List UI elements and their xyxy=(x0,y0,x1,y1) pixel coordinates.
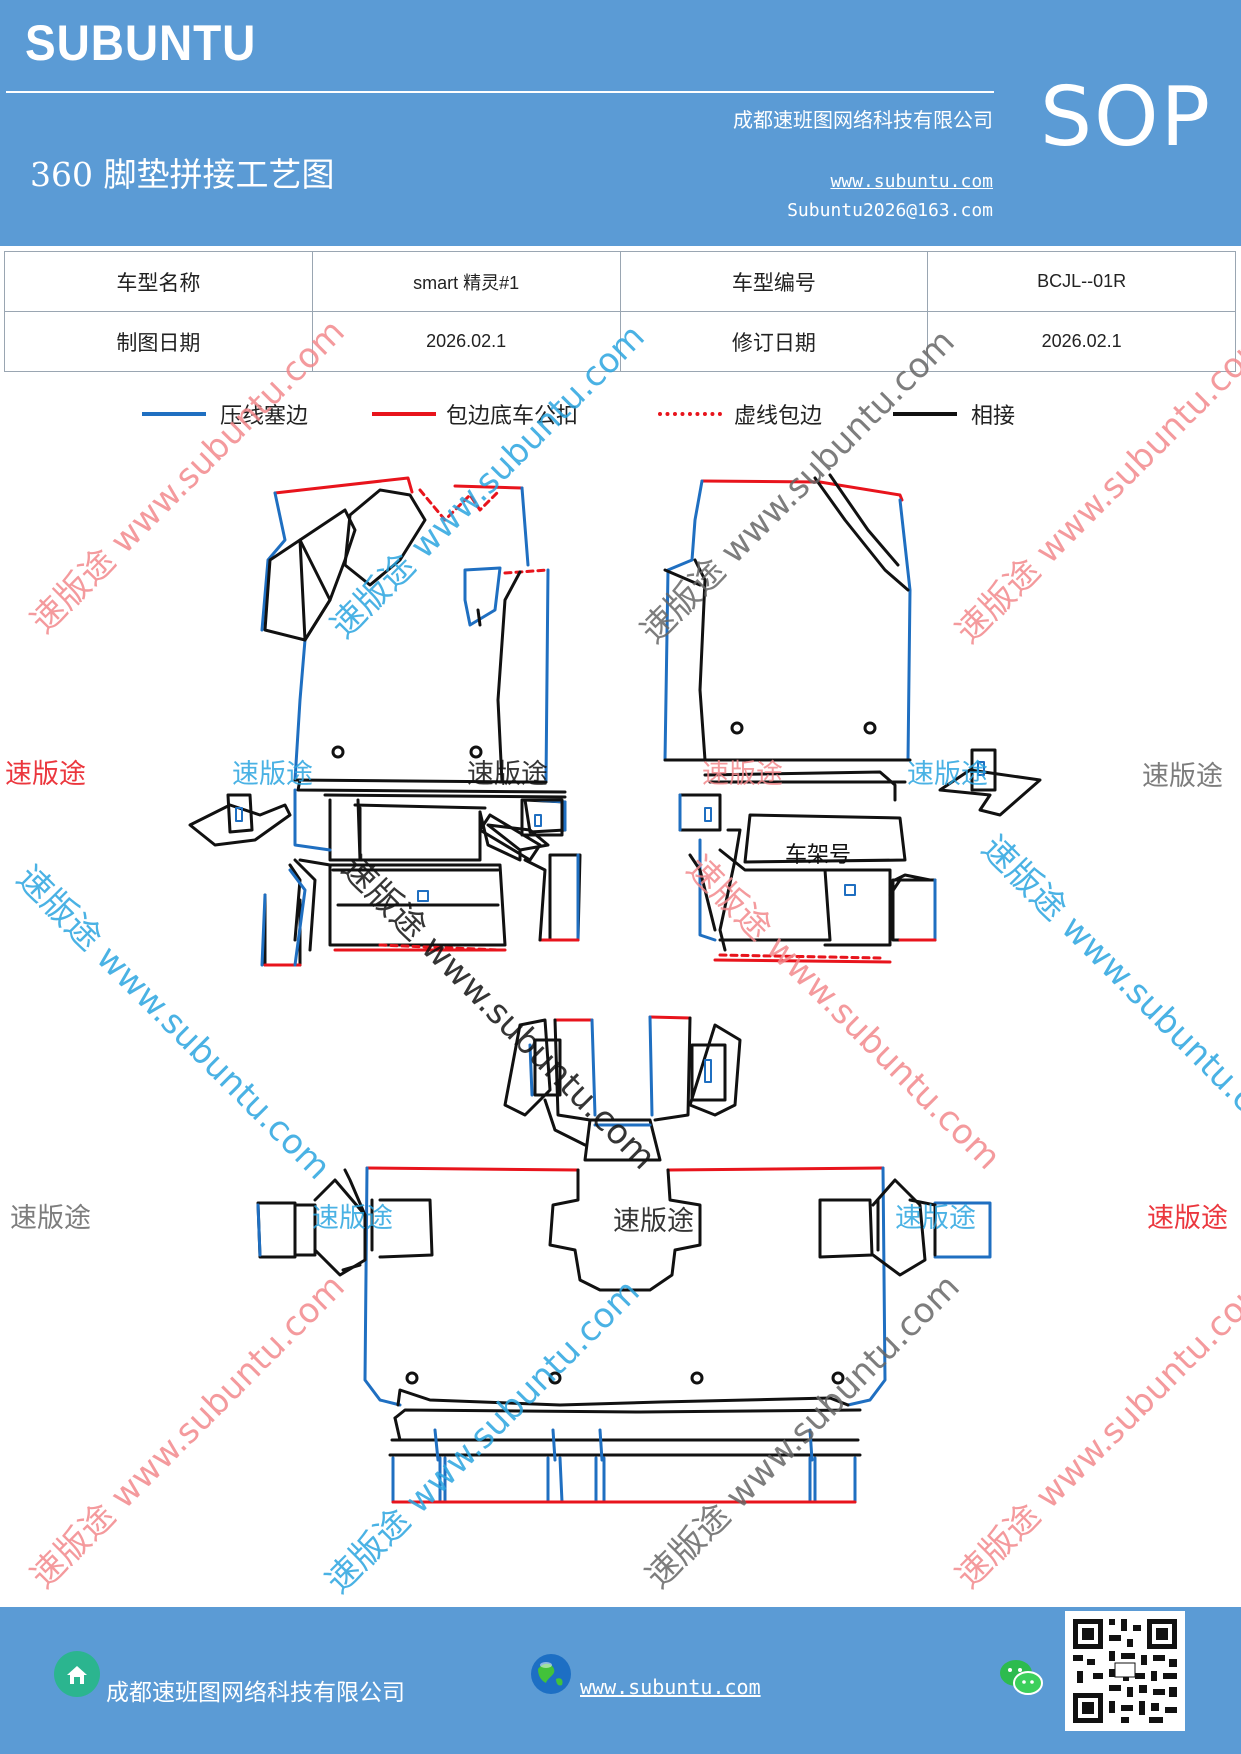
legend-label: 包边底车公扣 xyxy=(446,404,579,429)
watermark-brand: 速版途 xyxy=(1147,1203,1228,1234)
watermark-url: 速版途 www.subuntu.com xyxy=(974,828,1241,1158)
watermark-brand: 速版途 xyxy=(702,759,783,790)
document-title: 360 脚垫拼接工艺图 xyxy=(30,155,335,194)
watermark-url: 速版途 www.subuntu.com xyxy=(948,1267,1241,1597)
watermark-url: 速版途 www.subuntu.com xyxy=(679,848,1009,1178)
watermark-url: 速版途 www.subuntu.com xyxy=(633,322,963,652)
watermark-url: 速版途 www.subuntu.com xyxy=(318,1272,648,1602)
footer-company: 成都速班图网络科技有限公司 xyxy=(106,1680,405,1706)
header-banner: SUBUNTU 成都速班图网络科技有限公司 360 脚垫拼接工艺图 www.su… xyxy=(0,0,1241,246)
header-website-link[interactable]: www.subuntu.com xyxy=(830,171,993,192)
draw-date-label: 制图日期 xyxy=(4,311,313,372)
legend-label: 相接 xyxy=(971,404,1016,429)
watermark-brand: 速版途 xyxy=(1142,761,1223,792)
footer-website-link[interactable]: www.subuntu.com xyxy=(580,1675,761,1699)
footer-banner: 成都速班图网络科技有限公司 www.subuntu.com xyxy=(0,1607,1241,1754)
frame-number-label: 车架号 xyxy=(785,843,851,868)
legend-swatch-red xyxy=(372,412,436,416)
table-row: 制图日期 2026.02.1 修订日期 2026.02.1 xyxy=(4,311,1236,372)
center-tunnel xyxy=(503,1015,742,1162)
company-icon xyxy=(54,1651,100,1697)
watermark-brand: 速版途 xyxy=(232,759,313,790)
front-right-lower xyxy=(678,770,937,964)
model-name-label: 车型名称 xyxy=(4,251,313,312)
watermark-url: 速版途 www.subuntu.com xyxy=(638,1267,968,1597)
watermark-brand: 速版途 xyxy=(895,1203,976,1234)
qr-code[interactable] xyxy=(1065,1611,1185,1731)
legend-swatch-blue xyxy=(142,412,206,416)
model-code-value: BCJL--01R xyxy=(927,251,1236,312)
watermark-url: 速版途 www.subuntu.com xyxy=(334,848,664,1178)
watermark-brand: 速版途 xyxy=(10,1203,91,1234)
watermark-brand: 速版途 xyxy=(907,759,988,790)
watermark-url: 速版途 www.subuntu.com xyxy=(9,858,339,1188)
front-right-door-piece xyxy=(938,748,1042,817)
header-divider xyxy=(6,91,994,93)
rear-seat-pieces xyxy=(391,1428,857,1504)
front-left-door-piece xyxy=(188,793,564,852)
rear-side-pieces xyxy=(256,1168,992,1277)
revise-date-label: 修订日期 xyxy=(619,311,929,372)
header-email: Subuntu2026@163.com xyxy=(787,200,993,221)
front-left-lower xyxy=(260,788,582,967)
legend-swatch-black xyxy=(893,412,957,416)
watermark-url: 速版途 www.subuntu.com xyxy=(948,322,1241,652)
front-left-mat xyxy=(260,476,567,799)
legend-swatch-red-dashed xyxy=(658,412,722,416)
legend-label: 虚线包边 xyxy=(734,404,823,429)
watermark-brand: 速版途 xyxy=(312,1203,393,1234)
watermark-url: 速版途 www.subuntu.com xyxy=(23,1267,353,1597)
draw-date-value: 2026.02.1 xyxy=(311,311,621,372)
revise-date-value: 2026.02.1 xyxy=(927,311,1236,372)
header-company: 成都速班图网络科技有限公司 xyxy=(733,108,993,132)
watermark-brand: 速版途 xyxy=(5,759,86,790)
rear-mat xyxy=(363,1166,887,1457)
info-table: 车型名称 smart 精灵#1 车型编号 BCJL--01R 制图日期 2026… xyxy=(4,251,1236,372)
legend-label: 压线塞边 xyxy=(220,404,309,429)
table-row: 车型名称 smart 精灵#1 车型编号 BCJL--01R xyxy=(4,251,1236,312)
model-name-value: smart 精灵#1 xyxy=(311,251,621,312)
watermark-brand: 速版途 xyxy=(467,759,548,790)
watermark-brand: 速版途 xyxy=(613,1206,694,1237)
front-right-mat xyxy=(663,473,912,762)
globe-icon xyxy=(528,1651,574,1697)
watermarks: 速版途 www.subuntu.com 速版途 www.subuntu.com … xyxy=(5,312,1241,1602)
brand-logo: SUBUNTU xyxy=(25,15,257,71)
model-code-label: 车型编号 xyxy=(619,251,929,312)
sop-label: SOP xyxy=(1040,70,1213,165)
wechat-icon[interactable] xyxy=(998,1657,1044,1699)
